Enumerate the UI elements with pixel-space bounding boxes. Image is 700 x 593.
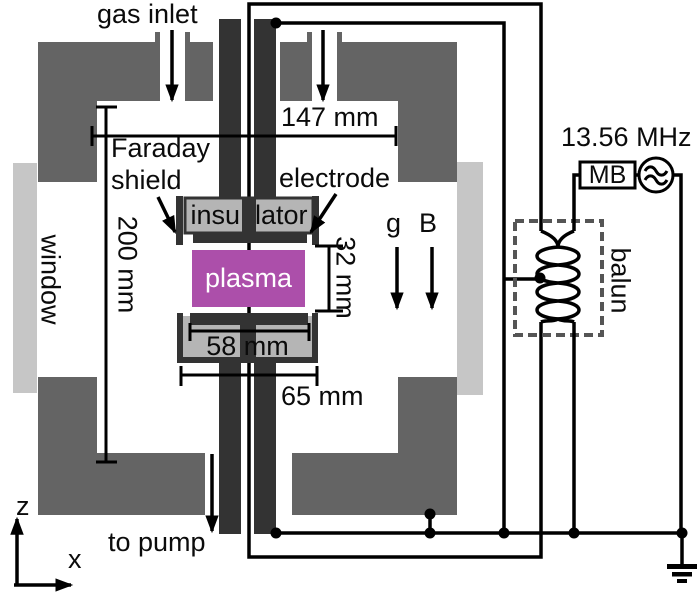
top-electrode-plate (193, 233, 307, 243)
arrows (10, 30, 439, 592)
gas-inlet-tube-left-wall (185, 32, 190, 101)
gas-inlet-label: gas inlet (97, 0, 198, 29)
faraday-shield-pointer-arrow (156, 196, 177, 235)
right-window (457, 162, 483, 395)
vacuum-chamber-walls (38, 32, 457, 515)
x-axis-label: x (68, 544, 82, 574)
dim-200mm (96, 105, 117, 464)
dim-65mm-label: 65 mm (281, 381, 364, 411)
dimension-lines (90, 105, 398, 464)
faraday-shield-bar-left (176, 196, 183, 245)
plasma-region (192, 250, 305, 307)
dim-58mm (188, 323, 311, 341)
balun-dashed-box (513, 219, 604, 337)
gravity-label: g (386, 208, 402, 238)
electrode-pointer-arrow (309, 193, 338, 234)
dim-32mm (315, 244, 343, 313)
gas-inlet-tube-right-wall (337, 32, 342, 101)
window-label: window (35, 234, 66, 325)
dim-147mm-label: 147 mm (281, 102, 379, 132)
gas-inlet-tube-left-wall (155, 32, 160, 101)
balun-label: balun (605, 247, 636, 314)
electrode-assembly (176, 196, 319, 363)
dim-147mm (90, 126, 398, 146)
dim-200mm-label: 200 mm (112, 215, 143, 314)
matchbox-label: MB (588, 160, 627, 189)
ground-icon (667, 533, 697, 583)
dim-32mm-label: 32 mm (330, 236, 361, 319)
dim-58mm-label: 58 mm (206, 330, 289, 361)
viewport-windows (13, 162, 483, 395)
to-pump-label: to pump (108, 527, 206, 557)
gas-inlet-tube-right-wall (307, 32, 312, 101)
faraday-shield-label: Faraday shield (111, 133, 211, 195)
electrode-label: electrode (279, 163, 391, 193)
bottom-electrode-plate (190, 313, 308, 325)
magnetic-field-label: B (419, 208, 438, 238)
electrode-feed-columns (219, 19, 276, 534)
balun-coil-right (551, 229, 581, 324)
rf-source-icon (637, 156, 675, 194)
insulator-label: insu lator (190, 200, 308, 230)
left-window (13, 163, 37, 393)
junction-dots (270, 17, 688, 539)
z-axis-label: z (16, 491, 30, 521)
frequency-label: 13.56 MHz (561, 122, 692, 152)
plasma-label: plasma (204, 263, 293, 293)
matchbox-symbol (578, 160, 637, 190)
ground-return-wire (276, 21, 506, 533)
dim-65mm (179, 366, 319, 386)
